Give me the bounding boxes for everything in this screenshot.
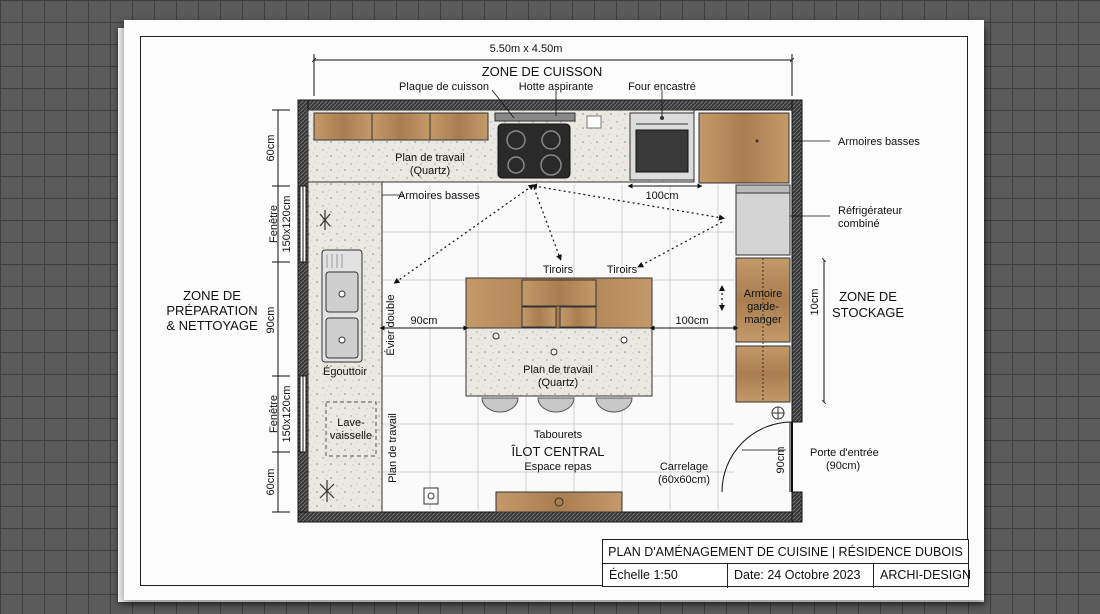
plan-firm: ARCHI-DESIGN	[880, 568, 971, 582]
zone-island-sub: Espace repas	[524, 461, 592, 473]
bottom-bench	[495, 491, 623, 513]
floor-plan: 5.50m x 4.50m ZONE DE CUISSON Plaque de …	[166, 43, 920, 523]
trash-bin-icon	[423, 487, 439, 505]
title-block: PLAN D'AMÉNAGEMENT DE CUISINE | RÉSIDENC…	[602, 539, 971, 588]
double-sink	[321, 249, 363, 363]
dimension-lines	[272, 54, 827, 513]
pantry-cabinet	[735, 257, 791, 403]
zone-storage-1: ZONE DE	[839, 289, 897, 304]
zone-prep-3: & NETTOYAGE	[166, 318, 258, 333]
drawing-frame	[140, 36, 968, 586]
label-fridge-1: Réfrigérateur	[838, 205, 903, 217]
label-countertop-left: Plan de travail	[387, 413, 399, 483]
label-double-sink: Évier double	[384, 294, 397, 355]
work-triangle	[393, 183, 725, 311]
label-oven: Four encastré	[628, 81, 696, 93]
zone-prep-2: PRÉPARATION	[166, 303, 257, 318]
plan-date: Date: 24 Octobre 2023	[728, 564, 874, 588]
dim-clear-left: 90cm	[411, 315, 438, 327]
label-door-2: (90cm)	[826, 460, 860, 472]
label-pantry-2: garde-	[747, 301, 779, 313]
zone-island: ÎLOT CENTRAL	[511, 444, 605, 459]
zone-cooking: ZONE DE CUISSON	[482, 64, 603, 79]
overall-dimension: 5.50m x 4.50m	[490, 43, 563, 55]
dim-left-middle: 90cm	[265, 307, 277, 334]
label-fridge-2: combiné	[838, 218, 880, 230]
dim-door: 90cm	[775, 447, 787, 474]
label-drawers-left: Tiroirs	[543, 264, 574, 276]
label-drawers-right: Tiroirs	[607, 264, 638, 276]
plan-title: PLAN D'AMÉNAGEMENT DE CUISINE | RÉSIDENC…	[603, 540, 968, 564]
label-door-1: Porte d'entrée	[810, 447, 879, 459]
dim-clear-right: 100cm	[675, 315, 708, 327]
label-hood: Hotte aspirante	[519, 81, 594, 93]
label-countertop-top-1: Plan de travail	[395, 152, 465, 164]
label-window-top: Fenêtre	[268, 205, 280, 243]
label-cooktop: Plaque de cuisson	[399, 81, 489, 93]
label-tiles-2: (60x60cm)	[658, 474, 710, 486]
upper-cabinets-top	[313, 112, 790, 184]
label-pantry-1: Armoire	[744, 288, 783, 300]
plan-scale: Échelle 1:50	[603, 564, 728, 588]
label-island-top-1: Plan de travail	[523, 364, 593, 376]
label-island-top-2: (Quartz)	[538, 377, 578, 389]
zone-storage-2: STOCKAGE	[832, 305, 904, 320]
oven	[629, 112, 695, 181]
cooktop	[494, 112, 576, 179]
label-window-bottom-size: 150x120cm	[281, 386, 293, 443]
dim-left-bottom: 60cm	[265, 469, 277, 496]
label-pantry-3: manger	[744, 314, 782, 326]
label-base-cabinets-inner: Armoires basses	[398, 190, 480, 202]
label-stools: Tabourets	[534, 429, 583, 441]
label-countertop-top-2: (Quartz)	[410, 165, 450, 177]
label-drainer: Égouttoir	[323, 365, 367, 378]
dim-right: 10cm	[809, 289, 821, 316]
entry-door	[721, 421, 793, 493]
dim-left-top: 60cm	[265, 135, 277, 162]
central-island	[465, 277, 653, 397]
label-tiles-1: Carrelage	[660, 461, 708, 473]
drawing-sheet: 5.50m x 4.50m ZONE DE CUISSON Plaque de …	[124, 20, 984, 600]
dishwasher	[325, 401, 377, 457]
label-window-bottom: Fenêtre	[268, 395, 280, 433]
zone-prep-1: ZONE DE	[183, 288, 241, 303]
stools	[481, 397, 633, 413]
outlet-icon	[586, 115, 602, 129]
windows	[299, 185, 307, 453]
label-base-cabinets-right: Armoires basses	[838, 136, 920, 148]
label-dishwasher-2: vaisselle	[330, 430, 372, 442]
plant-icons	[319, 210, 335, 502]
label-dishwasher-1: Lave-	[337, 417, 365, 429]
label-window-top-size: 150x120cm	[281, 196, 293, 253]
dim-clear-top: 100cm	[645, 190, 678, 202]
refrigerator	[735, 184, 791, 256]
leader-lines	[382, 89, 830, 451]
